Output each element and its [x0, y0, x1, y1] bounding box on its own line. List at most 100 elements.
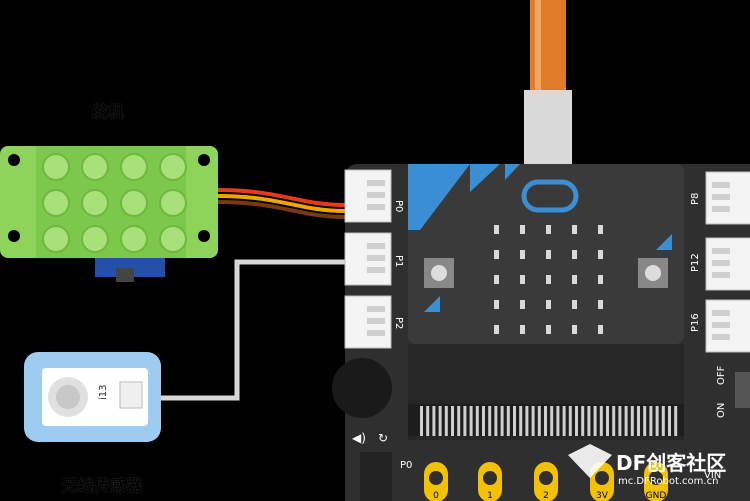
servo-stud	[81, 153, 109, 181]
led	[598, 250, 603, 259]
connector-slot	[712, 194, 730, 200]
edge-pin	[488, 406, 492, 436]
edge-pin	[581, 406, 585, 436]
led	[520, 225, 525, 234]
pin-hole	[483, 471, 497, 485]
servo-stud	[42, 189, 70, 217]
pin-hole	[429, 471, 443, 485]
servo-stud	[81, 225, 109, 253]
edge-connector-pins	[420, 406, 678, 436]
connector-slot	[712, 334, 730, 340]
led	[546, 275, 551, 284]
servo-stud	[120, 153, 148, 181]
led	[520, 250, 525, 259]
edge-pin	[531, 406, 535, 436]
edge-pin	[556, 406, 560, 436]
pin-hole	[595, 471, 609, 485]
switch-off-label: OFF	[716, 365, 727, 385]
led	[598, 325, 603, 334]
led	[598, 300, 603, 309]
edge-pin	[618, 406, 622, 436]
led	[546, 225, 551, 234]
power-cable	[524, 0, 572, 164]
sensor-label: 无线传感器	[62, 476, 143, 495]
servo-stud	[159, 189, 187, 217]
led	[572, 300, 577, 309]
edge-pin	[469, 406, 473, 436]
connector-slot	[712, 322, 730, 328]
edge-pin	[500, 406, 504, 436]
led	[598, 225, 603, 234]
port-label-p16: P16	[690, 313, 701, 332]
edge-pin	[519, 406, 523, 436]
edge-pin	[655, 406, 659, 436]
connector-slot	[712, 272, 730, 278]
servo-stud	[81, 189, 109, 217]
pin-label: 1	[487, 491, 493, 501]
switch-on-label: ON	[716, 403, 727, 418]
connector-slot	[712, 248, 730, 254]
bottom-port-label-p0: P0	[400, 460, 412, 471]
edge-pin	[451, 406, 454, 436]
connector-slot	[712, 206, 730, 212]
edge-pin	[550, 406, 554, 436]
edge-pin	[432, 406, 436, 436]
port-label-p8: P8	[690, 193, 701, 205]
pin-label: 3V	[596, 491, 609, 501]
edge-pin	[544, 406, 547, 436]
led	[494, 325, 499, 334]
edge-pin	[612, 406, 616, 436]
port-label-p12: P12	[690, 253, 701, 272]
servo-stud	[42, 225, 70, 253]
edge-pin	[506, 406, 510, 436]
edge-pin	[649, 406, 653, 436]
right-connectors	[705, 171, 750, 353]
port-label-p1: P1	[393, 255, 404, 267]
servo-stud	[120, 225, 148, 253]
connector-slot	[367, 204, 385, 210]
edge-pin	[593, 406, 597, 436]
connector-slot	[367, 180, 385, 186]
connector-slot	[367, 243, 385, 249]
servo-wires	[217, 188, 346, 219]
connector-slot	[712, 310, 730, 316]
servo-stud	[42, 153, 70, 181]
connector-slot	[367, 267, 385, 273]
edge-pin	[537, 406, 541, 436]
edge-pin	[426, 406, 430, 436]
connector-slot	[367, 255, 385, 261]
edge-pin	[562, 406, 566, 436]
led	[520, 300, 525, 309]
led-matrix	[494, 225, 603, 334]
watermark	[568, 444, 612, 478]
servo-label: 舵机	[92, 102, 125, 121]
servo-stud	[120, 189, 148, 217]
edge-pin	[643, 406, 647, 436]
led	[546, 250, 551, 259]
connector-slot	[712, 182, 730, 188]
edge-pin	[624, 406, 628, 436]
edge-pin	[606, 406, 609, 436]
connector-slot	[367, 192, 385, 198]
connector-slot	[367, 306, 385, 312]
edge-pin	[420, 406, 423, 436]
led	[572, 250, 577, 259]
edge-pin	[475, 406, 479, 436]
wireless-sensor	[24, 352, 161, 442]
left-connectors	[344, 169, 392, 349]
led	[572, 275, 577, 284]
edge-pin	[599, 406, 603, 436]
servo-studs	[42, 153, 187, 253]
pin-hole	[649, 471, 663, 485]
speaker-icon: ◀)	[352, 431, 366, 445]
connector-slot	[367, 318, 385, 324]
edge-pin	[444, 406, 448, 436]
edge-pin	[482, 406, 485, 436]
led	[598, 275, 603, 284]
edge-pin	[575, 406, 578, 436]
led	[546, 300, 551, 309]
pin-label: 2	[543, 491, 549, 501]
df-logo-icon	[568, 444, 612, 478]
watermark-url: mc.DFRobot.com.cn	[618, 476, 718, 487]
